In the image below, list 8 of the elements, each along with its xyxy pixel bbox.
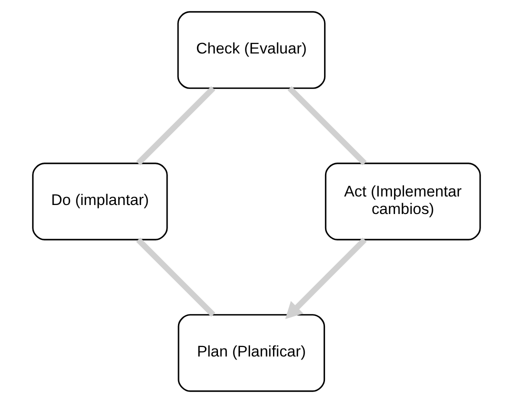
node-box: Act (Implementar cambios) <box>324 162 481 240</box>
node-box: Check (Evaluar) <box>177 11 326 89</box>
connector <box>136 86 216 166</box>
node-box: Do (implantar) <box>32 162 168 240</box>
connector <box>136 238 216 317</box>
node-box: Plan (Planificar) <box>178 314 326 392</box>
arrow <box>285 238 367 320</box>
connector <box>288 86 367 166</box>
